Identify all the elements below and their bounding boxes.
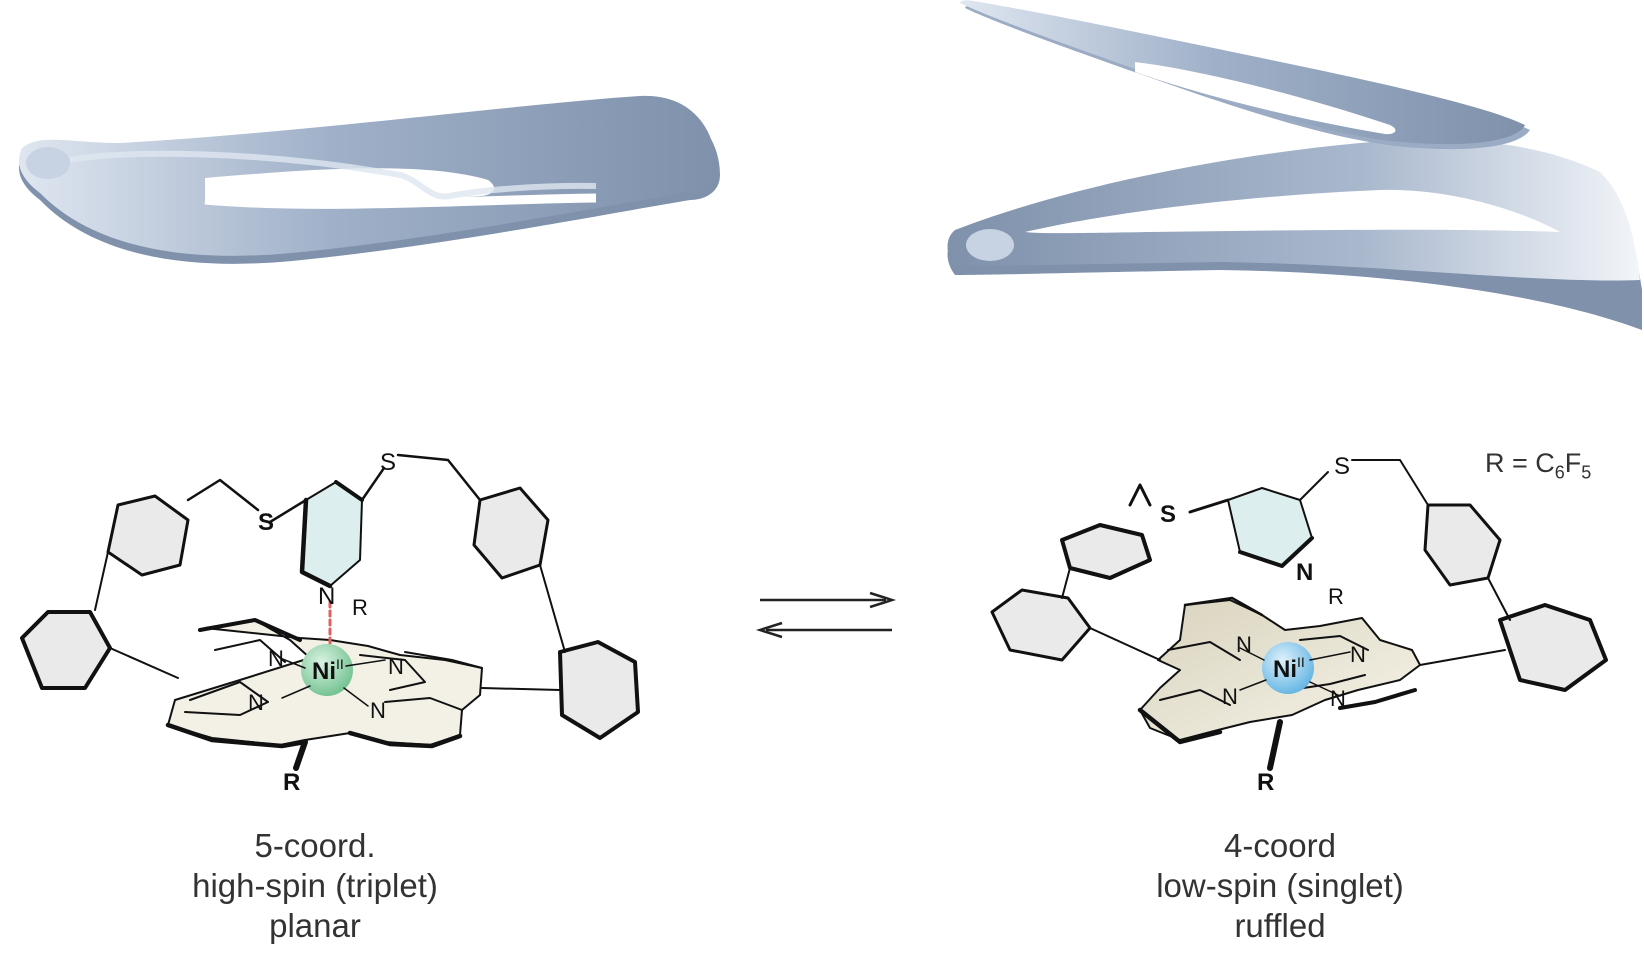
molecule-right-ruffled: [990, 459, 1608, 771]
atom-label-r-top-left: R: [352, 595, 368, 620]
caption-right-state: 4-coord low-spin (singlet) ruffled: [1070, 826, 1490, 946]
molecule-right-labels: S S N R N N N N R NiII: [1160, 453, 1366, 796]
phenyl-ring-right-4: [1498, 603, 1608, 692]
hair-clip-open-icon: [947, 0, 1642, 330]
atom-label-pyridine-n-right: N: [1296, 559, 1313, 586]
phenyl-ring-left-1: [106, 494, 190, 577]
atom-label-n4-right: N: [1330, 686, 1346, 711]
atom-label-n2-right: N: [1350, 642, 1366, 667]
nickel-atom-left: [301, 644, 353, 696]
pyridine-ring-left: [301, 481, 363, 587]
phenyl-ring-right-1: [1060, 523, 1152, 580]
caption-right-line-2: low-spin (singlet): [1156, 867, 1404, 904]
atom-label-r-bottom-left: R: [283, 769, 300, 796]
nickel-atom-right: [1262, 642, 1314, 694]
atom-label-n2-left: N: [388, 654, 404, 679]
phenyl-ring-left-3: [472, 486, 550, 580]
atom-label-n3-right: N: [1222, 684, 1238, 709]
molecule-left-labels: S S N R N N N N R NiII: [248, 449, 404, 796]
phenyl-ring-right-3: [1423, 503, 1502, 587]
atom-label-n3-left: N: [248, 690, 264, 715]
atom-label-n4-left: N: [370, 698, 386, 723]
caption-left-line-3: planar: [269, 907, 361, 944]
caption-right-line-1: 4-coord: [1224, 827, 1336, 864]
atom-label-pyridine-n-left: N: [318, 583, 335, 610]
atom-label-r-top-right: R: [1328, 584, 1344, 609]
caption-left-line-1: 5-coord.: [254, 827, 376, 864]
hair-clip-closed-icon: [19, 95, 721, 264]
atom-label-s1-left: S: [258, 509, 274, 536]
equilibrium-arrows-icon: [755, 591, 897, 639]
atom-label-n1-left: N: [268, 646, 284, 671]
substituent-definition: R = C6F5: [1485, 448, 1592, 483]
atom-label-s1-right: S: [1160, 501, 1176, 528]
caption-left-state: 5-coord. high-spin (triplet) planar: [105, 826, 525, 946]
phenyl-ring-left-4: [558, 640, 640, 740]
metal-label-right: NiII: [1273, 654, 1305, 683]
molecule-left-planar: [20, 453, 640, 771]
phenyl-ring-left-2: [20, 610, 112, 690]
atom-label-r-bottom-right: R: [1257, 769, 1274, 796]
caption-left-line-2: high-spin (triplet): [192, 867, 438, 904]
phenyl-ring-right-2: [990, 588, 1092, 662]
caption-right-line-3: ruffled: [1234, 907, 1326, 944]
atom-label-s2-right: S: [1334, 453, 1350, 480]
atom-label-s2-left: S: [380, 449, 396, 476]
metal-label-left: NiII: [312, 656, 344, 685]
atom-label-n1-right: N: [1236, 632, 1252, 657]
